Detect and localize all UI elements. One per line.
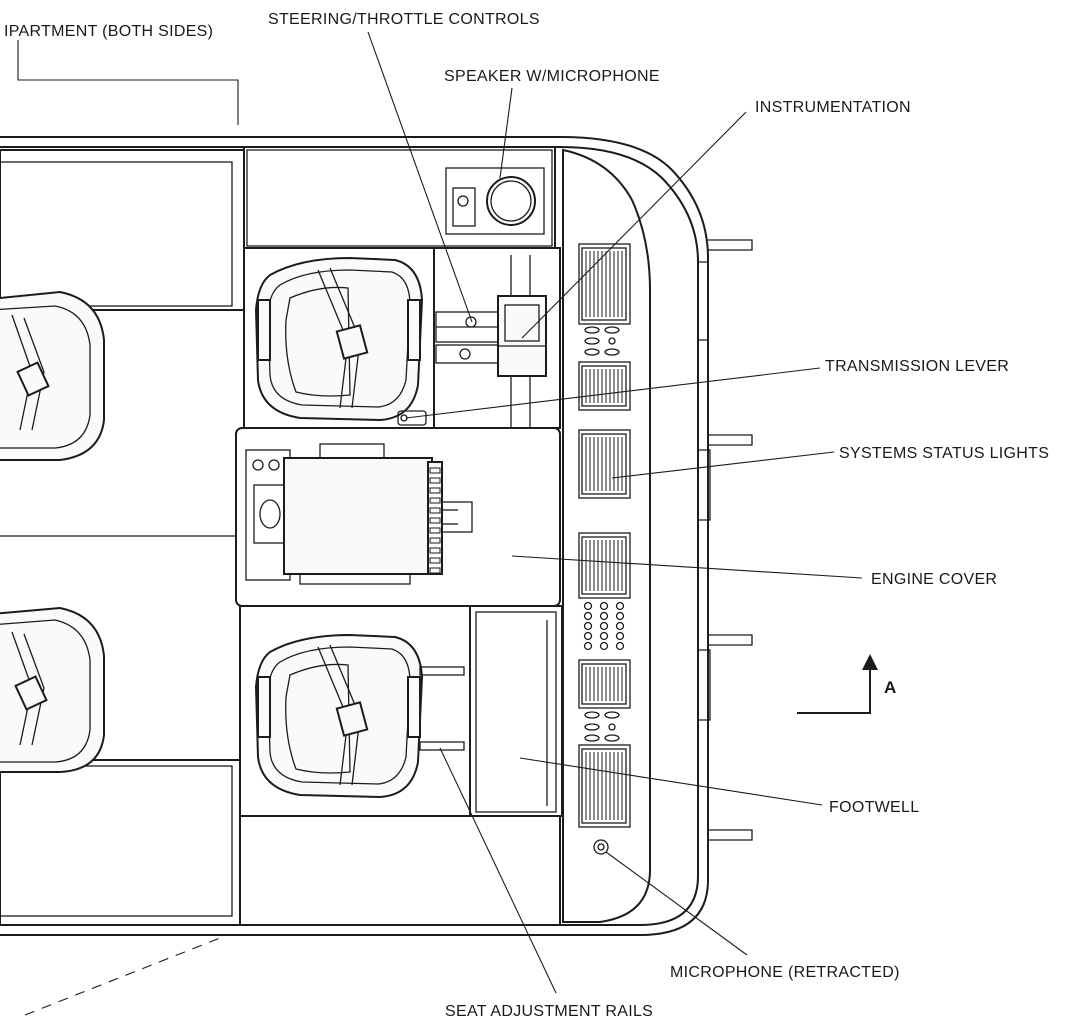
status-indicator-dot (583, 621, 593, 631)
label-instrumentation: INSTRUMENTATION (755, 99, 911, 116)
engine-cover-rib (429, 507, 441, 514)
microphone-retracted (593, 839, 609, 855)
engine-cover-rib (429, 557, 441, 564)
section-arrow-a: A (797, 654, 897, 714)
engine-cover-rib (429, 517, 441, 524)
status-indicator-dot (599, 611, 609, 621)
passenger-seat (254, 633, 424, 799)
status-indicator-dot (599, 621, 609, 631)
leader-lines (24, 31, 863, 1016)
speaker-with-microphone (445, 167, 545, 235)
engine-cover-rib (429, 477, 441, 484)
label-compartment: IPARTMENT (BOTH SIDES) (4, 23, 213, 40)
status-indicator-dot (615, 641, 625, 651)
status-indicator-dot (583, 611, 593, 621)
engine-cover-rib (429, 527, 441, 534)
status-indicator-dot (583, 641, 593, 651)
status-indicator-dot (615, 631, 625, 641)
callout-labels: IPARTMENT (BOTH SIDES) STEERING/THROTTLE… (4, 11, 1049, 1020)
engine-cover-rib (429, 497, 441, 504)
label-microphone: MICROPHONE (RETRACTED) (670, 964, 900, 981)
driver-seat (254, 256, 424, 422)
label-steering-throttle: STEERING/THROTTLE CONTROLS (268, 11, 540, 28)
label-footwell: FOOTWELL (829, 799, 919, 816)
label-status-lights: SYSTEMS STATUS LIGHTS (839, 445, 1049, 462)
status-indicator-dot (583, 631, 593, 641)
label-speaker: SPEAKER W/MICROPHONE (444, 68, 660, 85)
instrument-console (562, 148, 651, 923)
seat-adjustment-rails (419, 666, 465, 751)
status-indicator-dot (583, 601, 593, 611)
steering-throttle-controls (435, 311, 499, 364)
compartment-bracket (17, 40, 239, 125)
instrumentation-unit (497, 295, 547, 377)
label-transmission: TRANSMISSION LEVER (825, 358, 1009, 375)
engine-cover-rib (429, 547, 441, 554)
status-indicator-dot (615, 611, 625, 621)
engine-cover-rib (429, 537, 441, 544)
status-light-panel (578, 243, 631, 828)
engine-cover-rib (429, 567, 441, 574)
label-engine-cover: ENGINE COVER (871, 571, 997, 588)
engine-cover-rib (429, 487, 441, 494)
rear-compartments (0, 149, 245, 926)
label-seat-rails: SEAT ADJUSTMENT RAILS (445, 1003, 653, 1020)
status-indicator-dot (615, 601, 625, 611)
section-arrow-label: A (884, 678, 897, 697)
engine-cover (245, 443, 473, 585)
status-indicator-dot (599, 641, 609, 651)
status-indicator-dot (599, 601, 609, 611)
engine-cover-rib (429, 467, 441, 474)
status-indicator-dot (615, 621, 625, 631)
hull-outline (0, 136, 753, 936)
status-indicator-dot (599, 631, 609, 641)
